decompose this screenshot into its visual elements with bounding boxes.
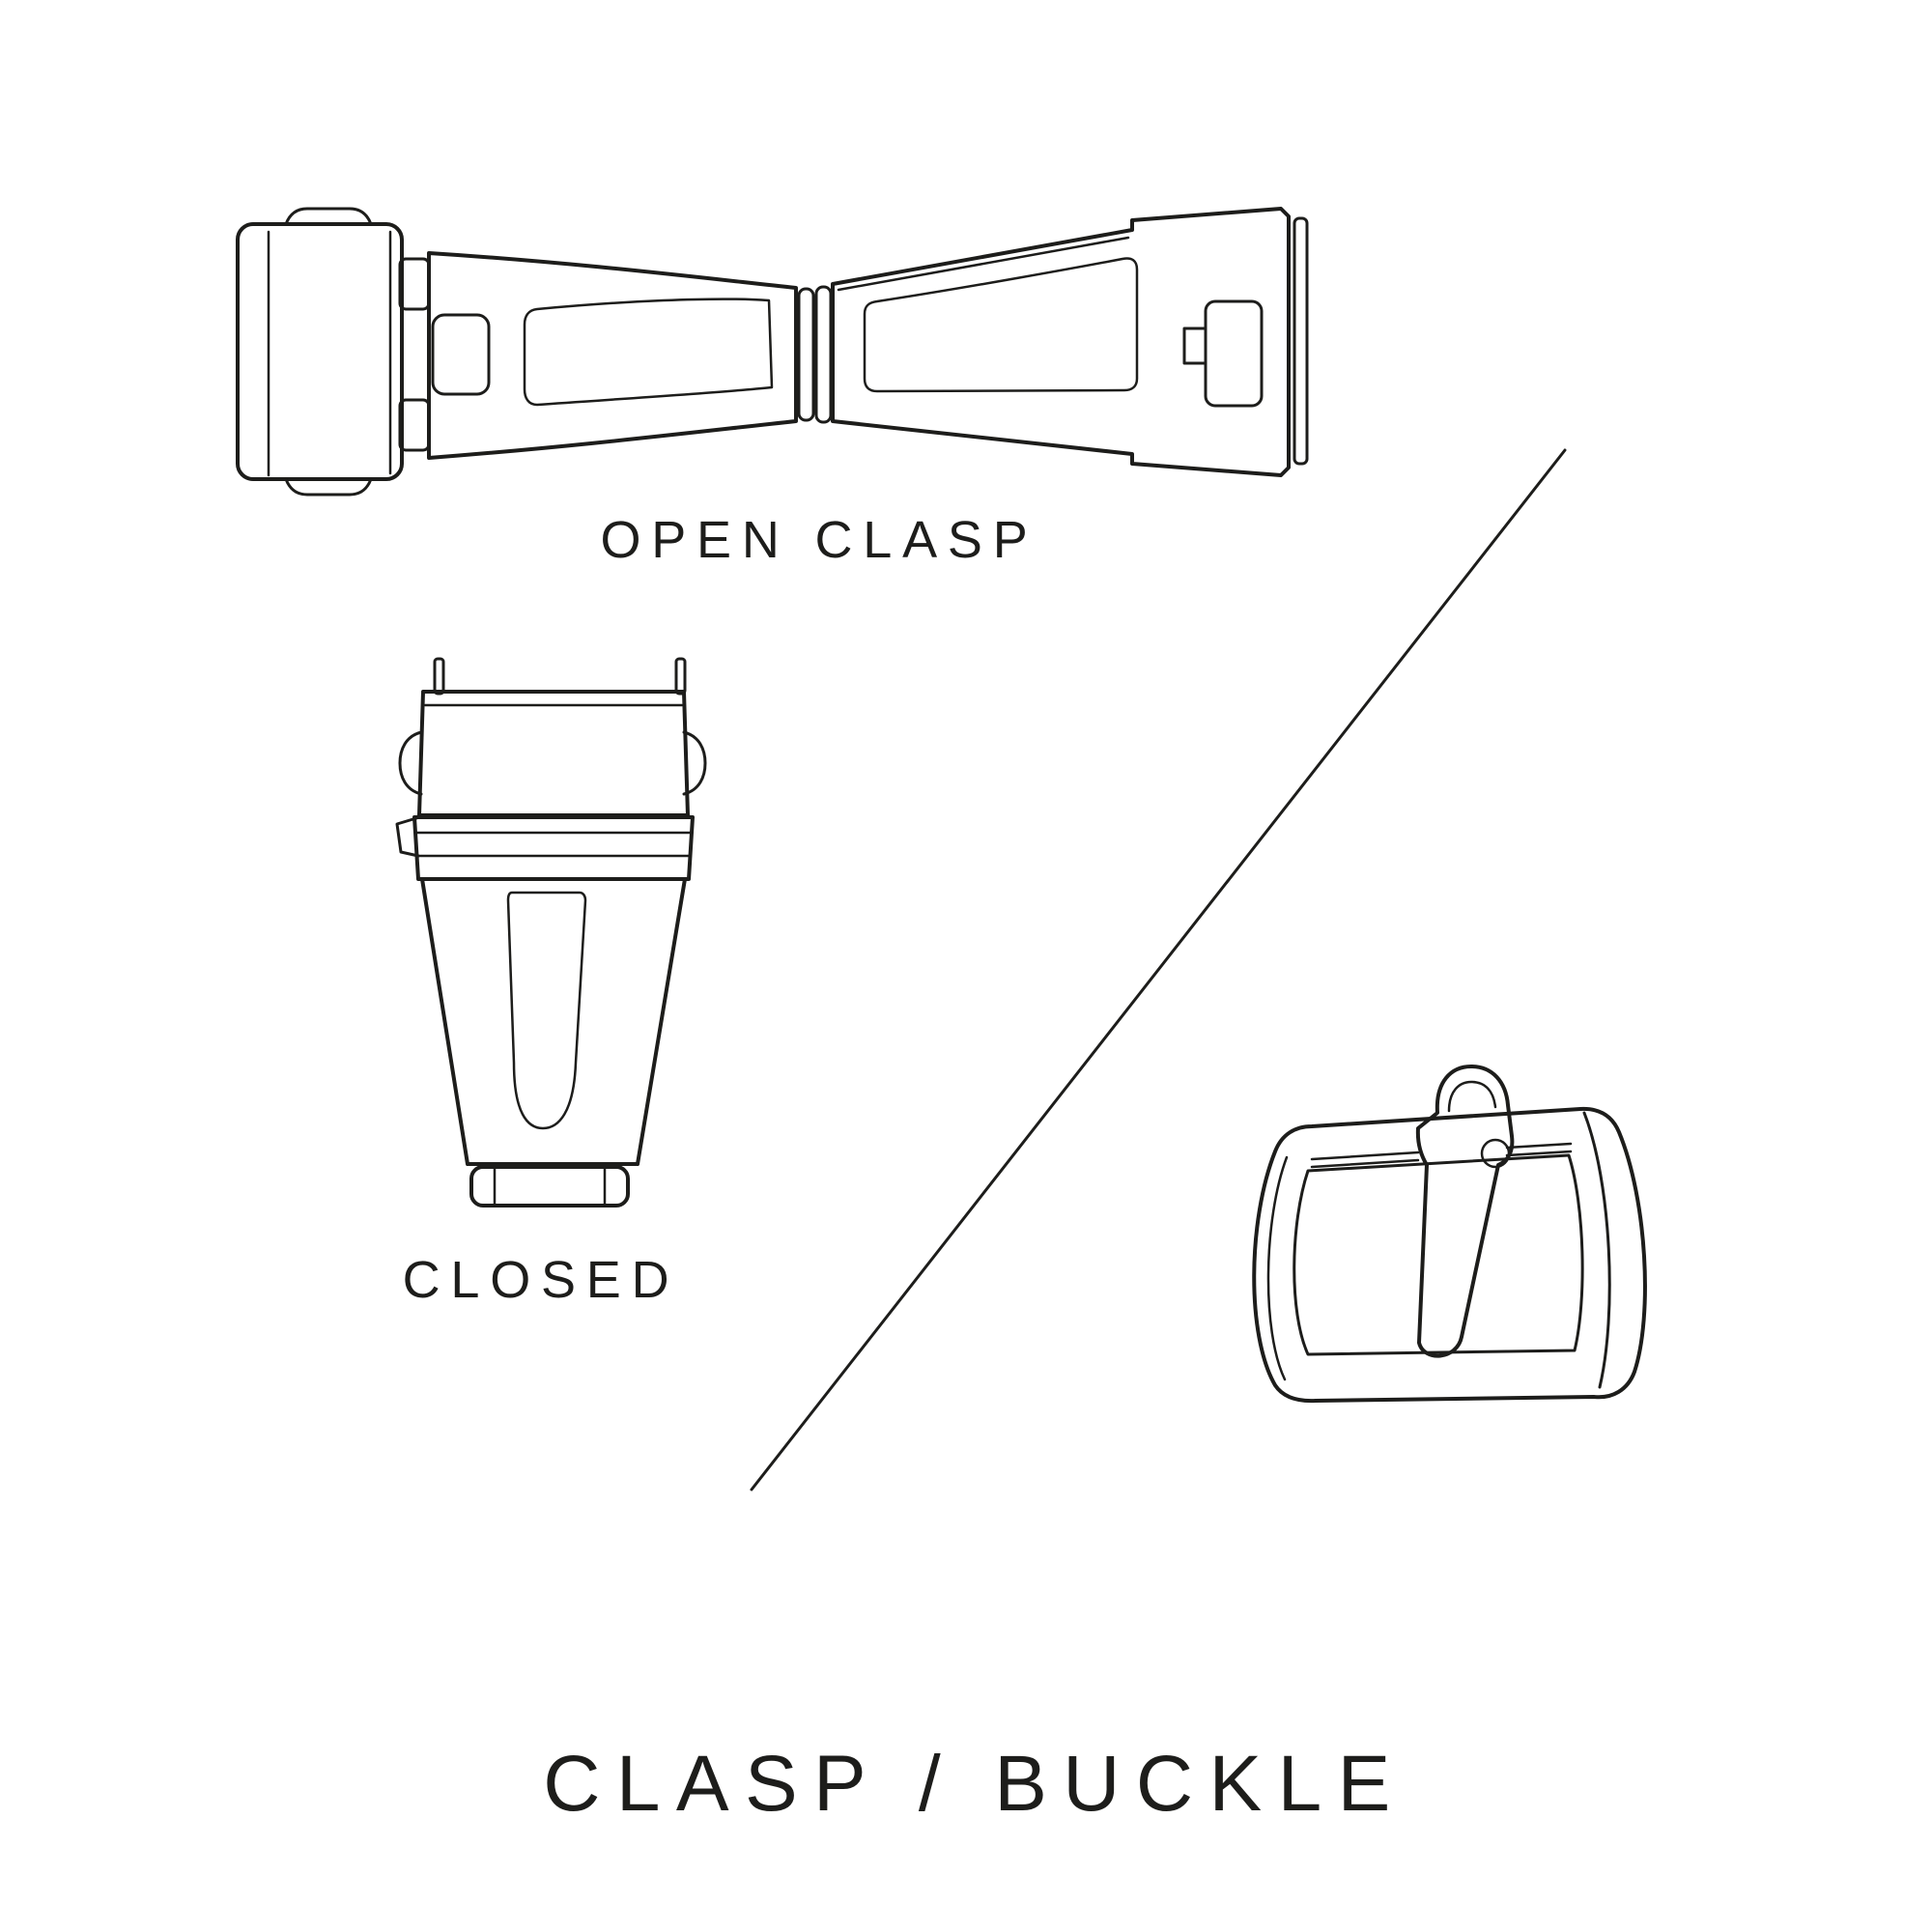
open-clasp-left-endpiece <box>236 222 404 481</box>
diagonal-divider-line <box>750 448 1567 1492</box>
buckle-tongue <box>1415 1065 1515 1358</box>
closed-clasp-illustration <box>395 657 707 1208</box>
open-clasp-right-catch <box>1204 299 1264 408</box>
buckle-tongue-loop-inner-line <box>1447 1080 1497 1113</box>
open-clasp-label: OPEN CLASP <box>600 511 1038 569</box>
open-clasp-left-arm-inner-outline <box>523 298 774 407</box>
open-clasp-right-arm-fold-line <box>837 236 1130 292</box>
buckle-pin-right-segment <box>1505 1142 1573 1157</box>
open-clasp-illustration <box>236 207 1309 497</box>
closed-clasp-top-block <box>417 690 690 817</box>
buckle-inner-opening <box>1293 1153 1584 1356</box>
page-title: CLASP / BUCKLE <box>543 1740 1406 1828</box>
open-clasp-right-arm <box>831 207 1291 477</box>
closed-clasp-prong-left <box>433 657 445 696</box>
closed-clasp-side-flap <box>395 816 420 858</box>
buckle-outer-frame <box>1252 1106 1647 1404</box>
open-clasp-hinge-bar-left <box>797 287 815 422</box>
open-clasp-right-catch-hook <box>1182 327 1208 365</box>
buckle-left-band-edge <box>1266 1155 1289 1381</box>
open-clasp-left-tab-top <box>398 257 431 311</box>
closed-clasp-bottom-bar <box>469 1165 630 1208</box>
open-clasp-catch-hole <box>431 313 491 396</box>
open-clasp-left-tab-bottom <box>398 398 431 452</box>
open-clasp-hinge-bar-right <box>814 285 833 424</box>
open-clasp-right-arm-inner-outline <box>863 257 1139 393</box>
open-clasp-top-bump <box>284 207 373 226</box>
closed-clasp-ear-right <box>682 730 707 796</box>
closed-clasp-body-inner-outline <box>506 891 587 1130</box>
open-clasp-right-end-cap <box>1293 216 1309 466</box>
buckle-illustration <box>1252 1065 1647 1404</box>
closed-clasp-prong-right <box>674 657 687 696</box>
buckle-right-roll-edge <box>1582 1111 1611 1389</box>
buckle-pin-left-segment <box>1310 1151 1420 1169</box>
closed-clasp-label: CLOSED <box>402 1251 680 1309</box>
closed-clasp-ear-left <box>398 730 423 796</box>
open-clasp-left-arm <box>427 251 798 460</box>
closed-clasp-body <box>420 877 687 1166</box>
open-clasp-bottom-bump <box>284 477 373 497</box>
closed-clasp-band <box>412 815 695 881</box>
